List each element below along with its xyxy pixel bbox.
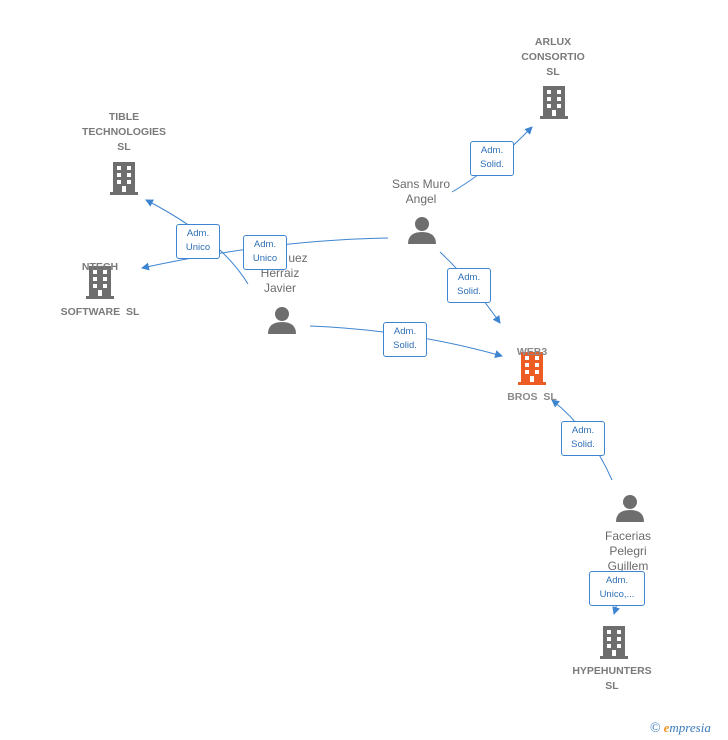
- label-line: Sans Muro: [391, 177, 451, 191]
- label-line: SL: [546, 66, 560, 78]
- person-label-sans-muro[interactable]: Sans Muro Angel: [376, 177, 466, 207]
- label-line: SOFTWARE SL: [60, 306, 140, 318]
- building-icon[interactable]: [86, 266, 114, 299]
- person-icon[interactable]: [268, 307, 296, 334]
- label-line: Guillem: [607, 559, 649, 573]
- person-label-facerias[interactable]: Facerias Pelegri Guillem: [588, 529, 668, 574]
- edge-label-line: Adm.: [457, 272, 481, 283]
- company-label-tible[interactable]: TIBLE TECHNOLOGIES SL: [70, 110, 178, 155]
- edge-label-line: Solid.: [571, 439, 595, 450]
- edge-label-line: Adm.: [186, 228, 210, 239]
- edge-label-facerias-web3[interactable]: Adm. Solid.: [561, 421, 605, 456]
- label-line: TECHNOLOGIES: [81, 126, 166, 138]
- label-line: uez: [288, 251, 308, 265]
- label-line: CONSORTIO: [521, 51, 585, 63]
- label-line: Pelegri: [609, 544, 647, 558]
- edge-label-line: Adm.: [605, 575, 629, 586]
- label-line: BROS SL: [507, 391, 557, 403]
- edge-label-line: Solid.: [393, 340, 417, 351]
- company-label-hypehunters[interactable]: HYPEHUNTERS SL: [560, 664, 664, 694]
- building-icon[interactable]: [110, 162, 138, 195]
- edge-label-line: Unico: [185, 242, 211, 253]
- edge-label-line: Adm.: [571, 425, 595, 436]
- label-line: SL: [117, 141, 131, 153]
- company-label-ntech[interactable]: NTECH SOFTWARE SL: [48, 230, 152, 335]
- edge-label-sans-ntech[interactable]: Adm. Unico: [243, 235, 287, 270]
- copyright-symbol: ©: [650, 721, 661, 736]
- edge-label-line: Unico,...: [599, 589, 635, 600]
- label-line: Angel: [405, 192, 437, 206]
- label-line: TIBLE: [108, 111, 140, 123]
- edge-label-herraiz-web3[interactable]: Adm. Solid.: [383, 322, 427, 357]
- brand-name: mpresia: [669, 720, 711, 735]
- edge-label-line: Solid.: [457, 286, 481, 297]
- building-icon[interactable]: [540, 86, 568, 119]
- company-label-web3[interactable]: WEB3 BROS SL: [490, 315, 574, 420]
- edge-label-line: Adm.: [480, 145, 504, 156]
- building-icon[interactable]: [600, 626, 628, 659]
- edge-label-sans-web3[interactable]: Adm. Solid.: [447, 268, 491, 303]
- edge-label-herraiz-tible[interactable]: Adm. Unico: [176, 224, 220, 259]
- brand-logo-e: e: [663, 720, 670, 735]
- edge-label-line: Solid.: [480, 159, 504, 170]
- label-line: ARLUX: [534, 36, 572, 48]
- label-line: Facerias: [604, 529, 651, 543]
- label-line: SL: [605, 680, 619, 692]
- person-icon[interactable]: [408, 217, 436, 244]
- company-label-arlux[interactable]: ARLUX CONSORTIO SL: [508, 35, 598, 80]
- edge-label-line: Unico: [252, 253, 278, 264]
- person-icon[interactable]: [616, 495, 644, 522]
- label-line: Javier: [263, 281, 296, 295]
- brand-watermark: ©empresia: [650, 720, 711, 737]
- edge-label-facerias-hype[interactable]: Adm. Unico,...: [589, 571, 645, 606]
- label-line: HYPEHUNTERS: [572, 665, 652, 677]
- edge-label-sans-arlux[interactable]: Adm. Solid.: [470, 141, 514, 176]
- label-line: NTECH: [81, 261, 119, 273]
- edge-label-line: Adm.: [393, 326, 417, 337]
- edge-label-line: Adm.: [253, 239, 277, 250]
- building-icon-focus[interactable]: [518, 352, 546, 385]
- label-line: WEB3: [516, 346, 548, 358]
